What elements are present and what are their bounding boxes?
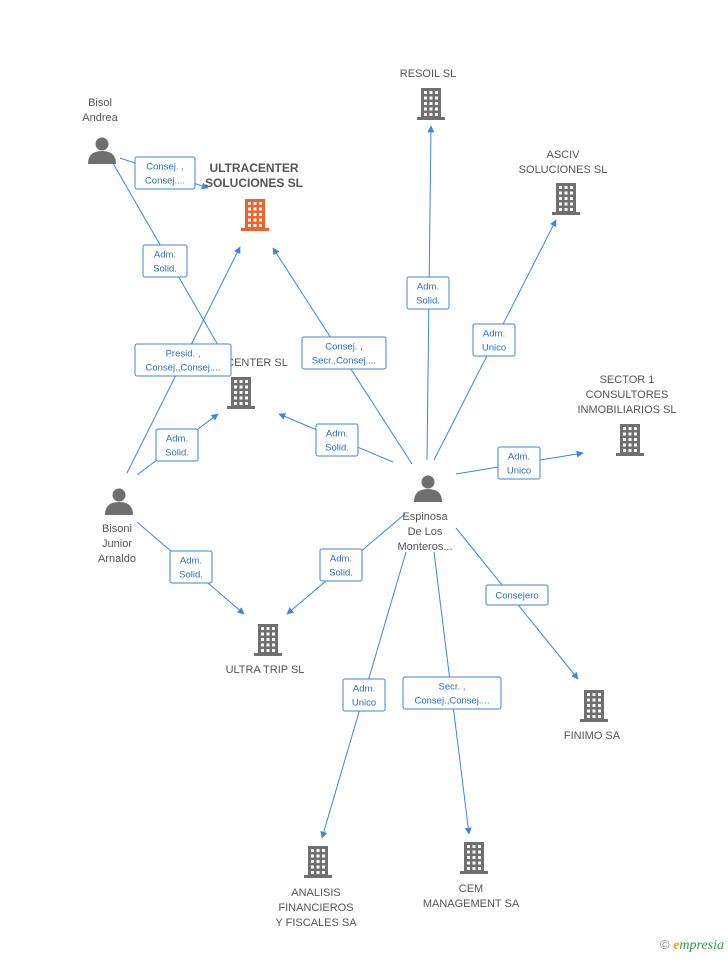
edge-label-text: Consej.,Consej.... — [415, 696, 490, 707]
edge-label-text: Consejero — [495, 591, 538, 602]
edge-label-text: Secr. , — [439, 682, 466, 693]
node-label-sector1: SECTOR 1 — [600, 374, 655, 386]
node-label-espinosa: De Los — [408, 526, 443, 538]
edge-label-text: Adm. — [483, 329, 505, 340]
edge-label-text: Unico — [352, 698, 376, 709]
edge-label-text: Consej.... — [145, 176, 185, 187]
edge-label-bisol-to-ultracenter_sl[interactable]: Adm. Solid. — [142, 244, 188, 278]
building-icon-cem[interactable] — [460, 842, 488, 874]
edge-label-text: Presid. , — [166, 349, 201, 360]
edge-label-text: Solid. — [325, 443, 349, 454]
edge-label-espinosa-to-finimo[interactable]: Consejero — [485, 584, 549, 606]
node-label-ultracenter_soluciones: SOLUCIONES SL — [205, 176, 303, 190]
edge-label-text: Adm. — [180, 556, 202, 567]
edge-label-text: Solid. — [165, 448, 189, 459]
building-icon-analisis[interactable] — [304, 846, 332, 878]
edge-label-text: Consej.,Consej.... — [146, 363, 221, 374]
edge-label-text: Adm. — [326, 429, 348, 440]
edge-label-text: Solid. — [329, 568, 353, 579]
edge-label-text: Adm. — [417, 282, 439, 293]
building-icon-resoil[interactable] — [417, 88, 445, 120]
edge-label-text: Adm. — [166, 434, 188, 445]
node-label-bisoni: Junior — [102, 538, 132, 550]
edge-label-bisoni-to-ultracenter_soluciones[interactable]: Presid. , Consej.,Consej.... — [134, 343, 232, 377]
footer-brand: © empresia — [660, 937, 724, 954]
edge-label-bisol-to-ultracenter_soluciones[interactable]: Consej. , Consej.... — [134, 156, 196, 190]
node-label-espinosa: Espinosa — [402, 511, 448, 523]
copyright-symbol: © — [659, 937, 670, 952]
node-label-analisis: Y FISCALES SA — [275, 917, 357, 929]
edge-label-text: Adm. — [508, 452, 530, 463]
building-icon-asciv[interactable] — [552, 183, 580, 215]
edge-label-text: Unico — [482, 343, 506, 354]
edge-label-text: Adm. — [154, 250, 176, 261]
node-label-bisol: Bisol — [88, 97, 112, 109]
edge-label-bisoni-to-ultratrip[interactable]: Adm. Solid. — [169, 550, 213, 584]
edge-label-bisoni-to-ultracenter_sl[interactable]: Adm. Solid. — [155, 428, 199, 462]
node-label-ultracenter_soluciones: ULTRACENTER — [209, 161, 298, 175]
node-label-asciv: SOLUCIONES SL — [519, 164, 608, 176]
edge-label-text: Consej. , — [146, 162, 184, 173]
brand-logo[interactable]: empresia — [673, 938, 724, 953]
edge-label-espinosa-to-asciv[interactable]: Adm. Unico — [472, 323, 516, 357]
edge-label-text: Secr.,Consej.... — [312, 356, 376, 367]
node-label-ultracenter_sl: CENTER SL — [226, 357, 288, 369]
node-label-resoil: RESOIL SL — [400, 68, 456, 80]
node-label-ultratrip: ULTRA TRIP SL — [226, 664, 305, 676]
node-label-cem: MANAGEMENT SA — [423, 898, 520, 910]
building-icon-sector1[interactable] — [616, 424, 644, 456]
building-icon-ultracenter_sl[interactable] — [227, 377, 255, 409]
building-icon-ultracenter_soluciones[interactable] — [241, 199, 269, 231]
node-label-analisis: FINANCIEROS — [278, 902, 353, 914]
edge-label-espinosa-to-ultracenter_sl[interactable]: Adm. Solid. — [315, 423, 359, 457]
building-icon-ultratrip[interactable] — [254, 624, 282, 656]
node-label-bisoni: Arnaldo — [98, 553, 136, 565]
person-icon-bisoni[interactable] — [105, 488, 133, 516]
person-icon-bisol[interactable] — [88, 137, 116, 165]
person-icon-espinosa[interactable] — [414, 475, 442, 503]
node-label-bisoni: Bisoni — [102, 523, 132, 535]
edge-label-espinosa-to-ultratrip[interactable]: Adm. Solid. — [319, 548, 363, 582]
edge-label-text: Adm. — [330, 554, 352, 565]
edge-label-text: Consej. , — [325, 342, 363, 353]
edge-label-text: Unico — [507, 466, 531, 477]
building-icon-finimo[interactable] — [580, 690, 608, 722]
node-label-asciv: ASCIV — [546, 149, 580, 161]
node-label-finimo: FINIMO SA — [564, 730, 621, 742]
node-label-sector1: CONSULTORES — [586, 389, 669, 401]
edge-label-text: Adm. — [353, 684, 375, 695]
edge-label-text: Solid. — [416, 296, 440, 307]
edge-label-espinosa-to-analisis[interactable]: Adm. Unico — [342, 678, 386, 712]
node-label-cem: CEM — [459, 883, 483, 895]
node-label-sector1: INMOBILIARIOS SL — [577, 404, 676, 416]
edge-label-espinosa-to-ultracenter_soluciones[interactable]: Consej. , Secr.,Consej.... — [301, 336, 387, 370]
edge-label-espinosa-to-sector1[interactable]: Adm. Unico — [497, 446, 541, 480]
edge-label-espinosa-to-cem[interactable]: Secr. , Consej.,Consej.... — [402, 676, 502, 710]
edge-label-text: Solid. — [153, 264, 177, 275]
edge-label-text: Solid. — [179, 570, 203, 581]
node-label-analisis: ANALISIS — [291, 887, 341, 899]
edge-label-espinosa-to-resoil[interactable]: Adm. Solid. — [406, 276, 450, 310]
node-label-bisol: Andrea — [82, 112, 118, 124]
node-label-espinosa: Monteros... — [397, 541, 452, 553]
